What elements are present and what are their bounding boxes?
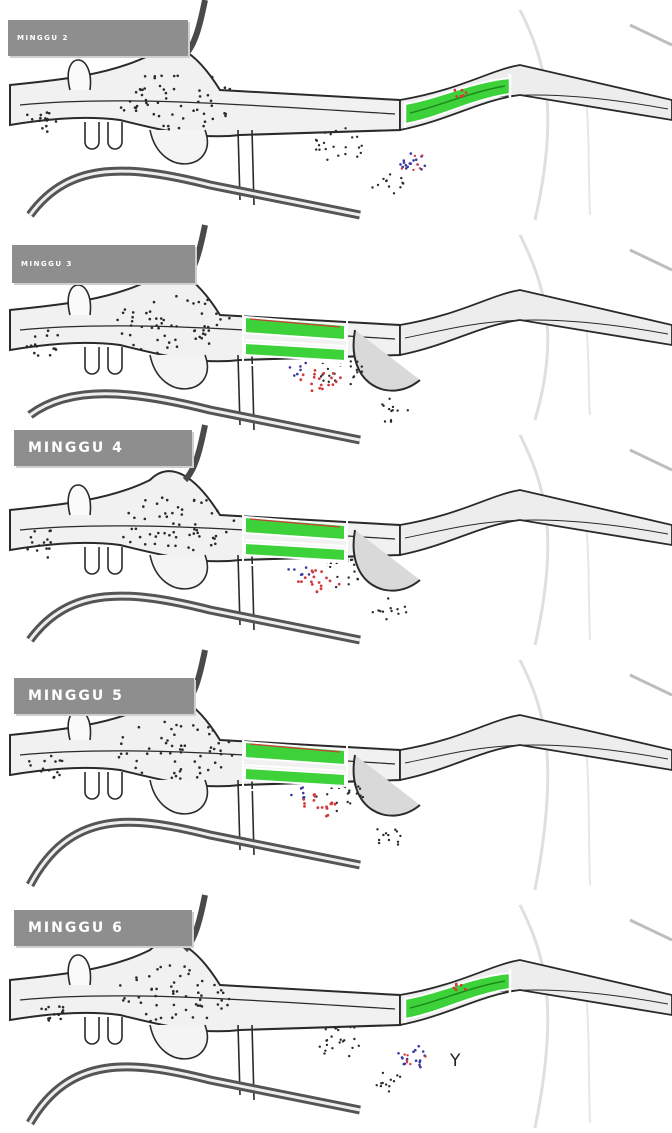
week-label: MINGGU 6 <box>14 910 192 946</box>
y-marker: Y <box>450 1051 460 1071</box>
